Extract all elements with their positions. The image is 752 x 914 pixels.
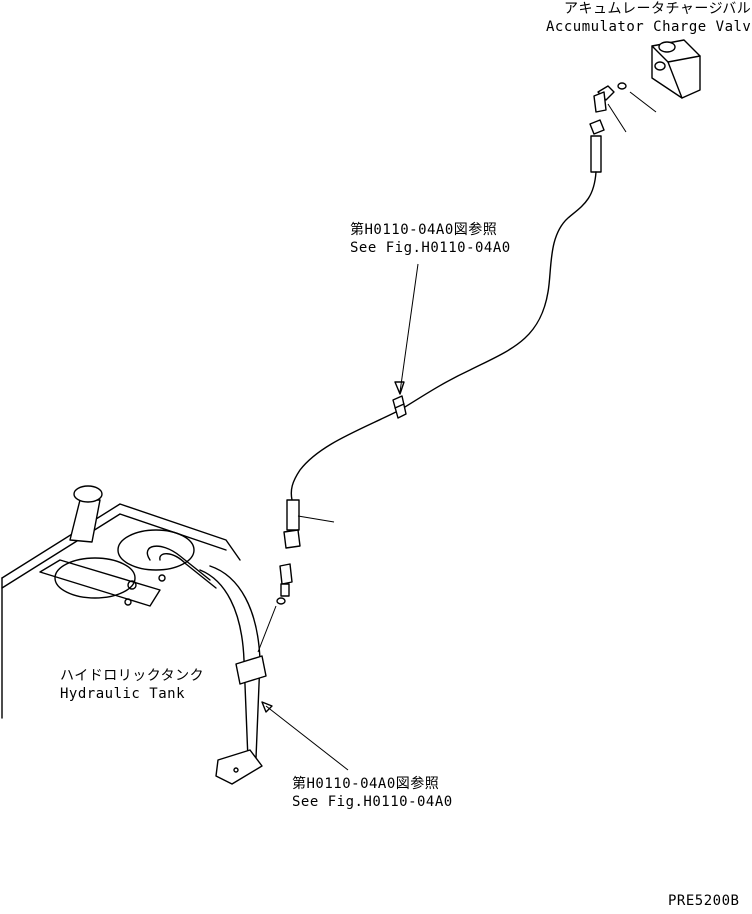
lower-ref-label-en: See Fig.H0110-04A0: [292, 794, 453, 810]
hose-lower-end-fitting: [283, 499, 301, 549]
valve-label-ja: アキュムレータチャージバルブ: [564, 1, 752, 17]
valve-leader-line: [629, 91, 657, 113]
hose-leader-line: [297, 515, 335, 523]
hydraulic-tank: [1, 485, 241, 719]
upper-ref-leader-line: [399, 263, 419, 393]
elbow-fitting: [593, 85, 615, 113]
lower-ref-leader-line: [265, 705, 349, 771]
drawing-code: PRE5200B: [668, 893, 740, 909]
tank-label-en: Hydraulic Tank: [60, 686, 186, 702]
upper-ref-label-ja: 第H0110-04A0図参照: [350, 222, 498, 238]
lower-ref-label-ja: 第H0110-04A0図参照: [292, 776, 440, 792]
accumulator-charge-valve: [617, 39, 701, 99]
adapter-fitting: [276, 563, 293, 605]
tank-pipe: [199, 565, 267, 785]
elbow-leader-line: [607, 103, 627, 133]
valve-label-en: Accumulator Charge Valve: [546, 19, 752, 35]
tank-label-ja: ハイドロリックタンク: [60, 668, 205, 684]
hydraulic-hose: [290, 171, 597, 501]
hose-upper-end-fitting: [589, 119, 605, 173]
tank-leader-line: [257, 605, 277, 653]
hose-clamp: [392, 395, 407, 419]
upper-ref-label-en: See Fig.H0110-04A0: [350, 240, 511, 256]
